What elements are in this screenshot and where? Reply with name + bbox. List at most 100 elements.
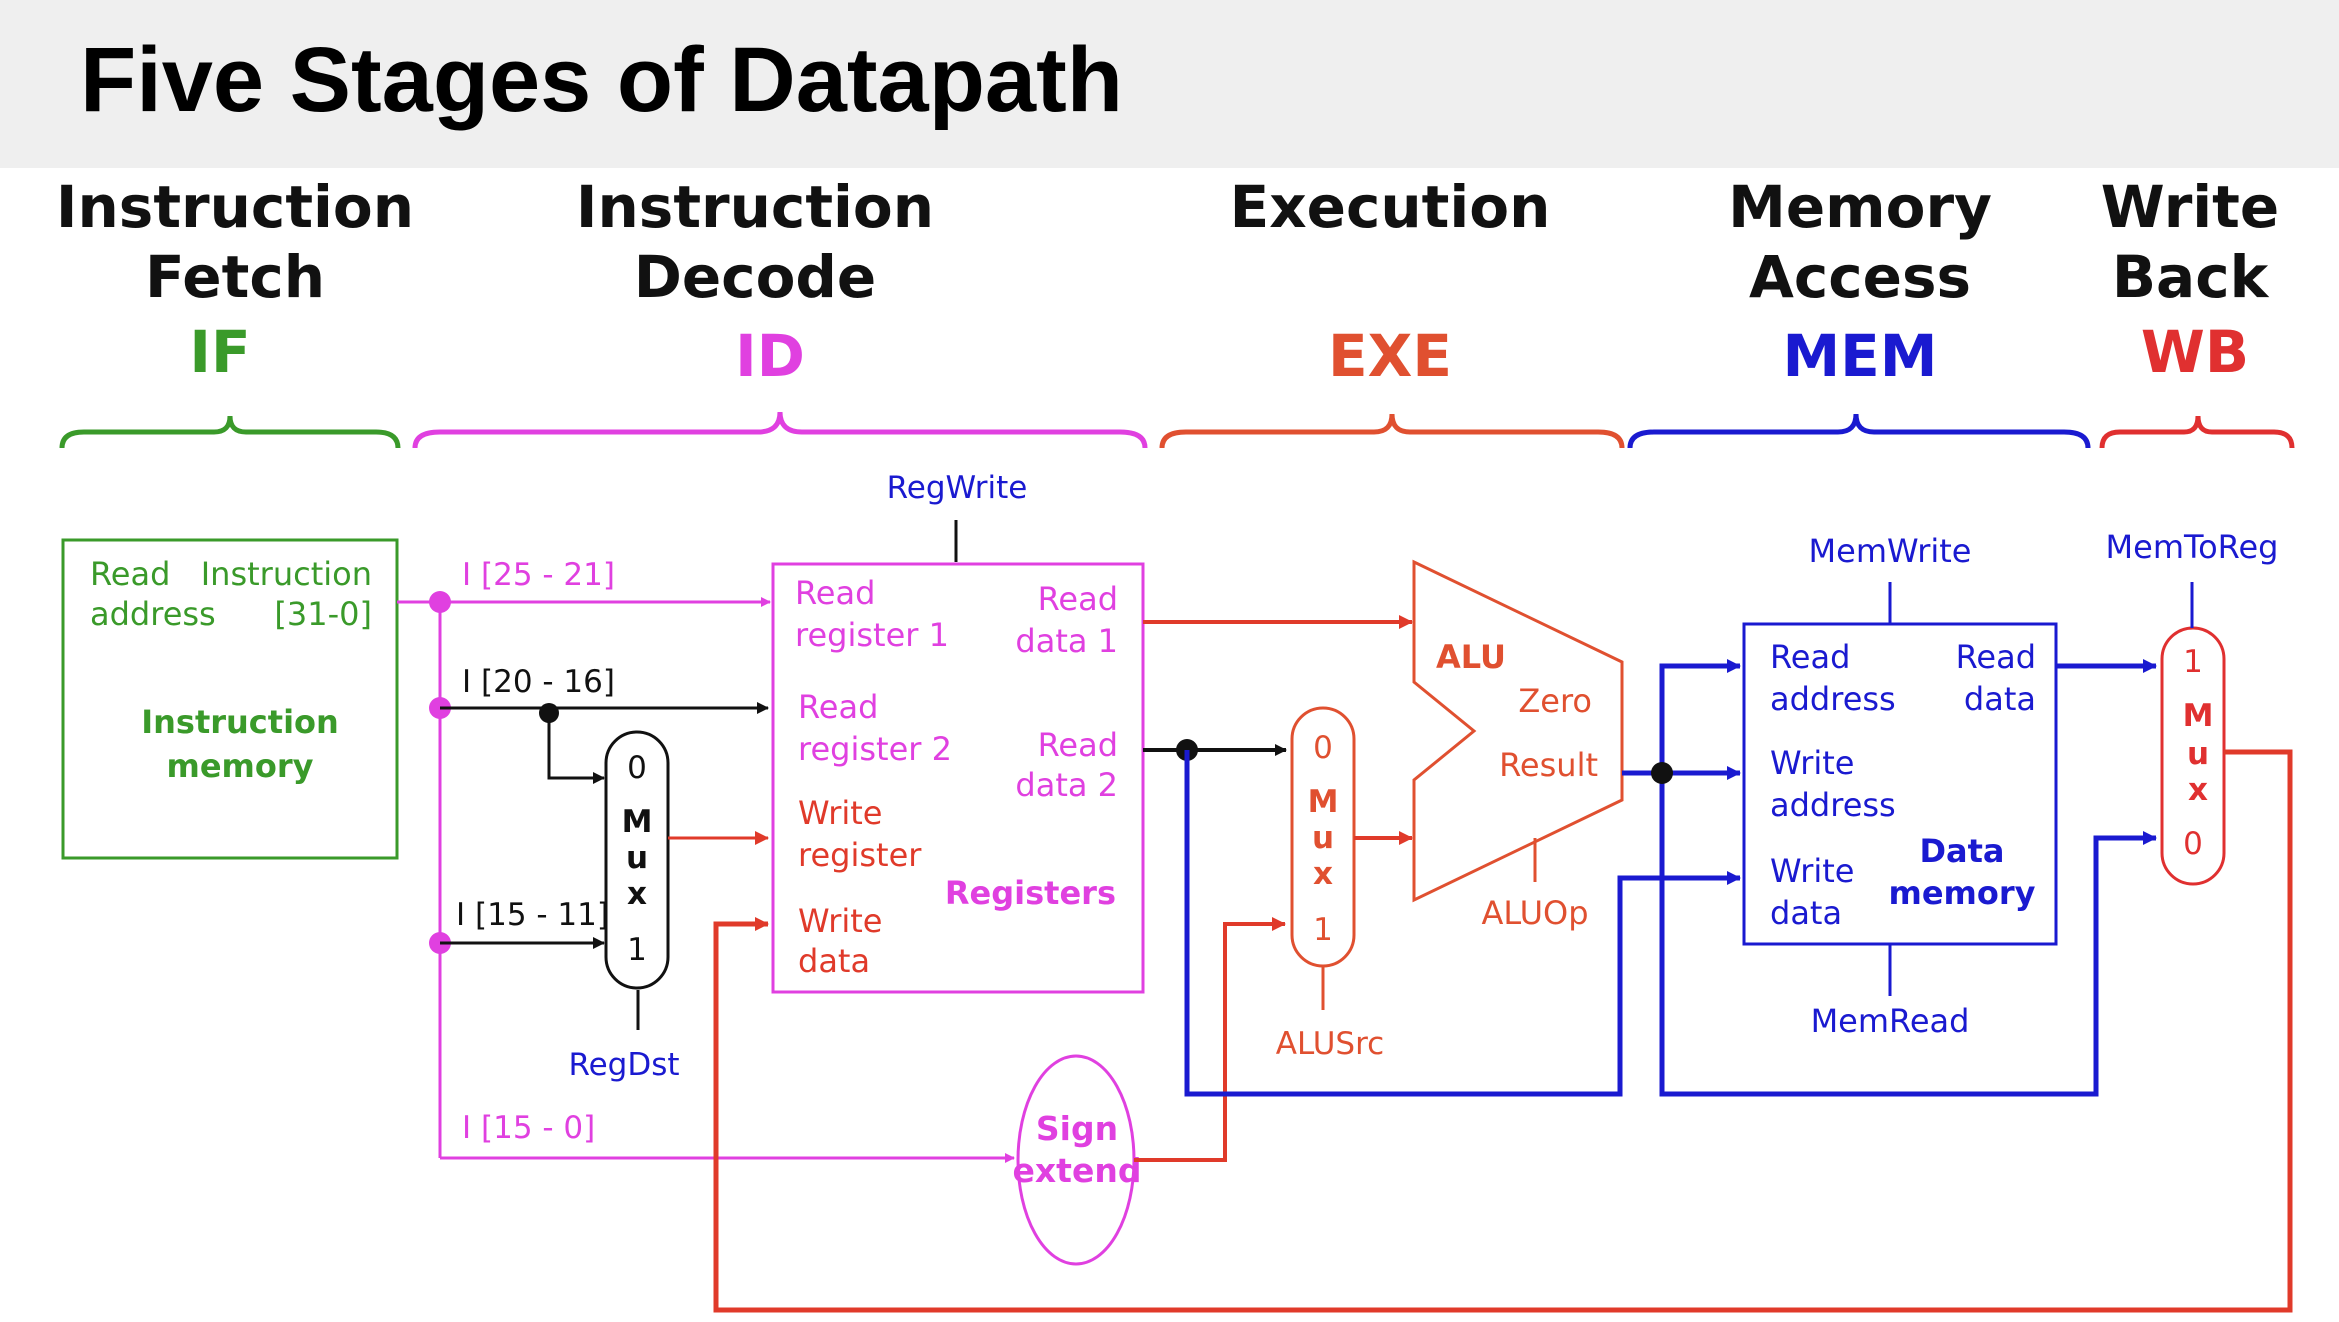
- wire-writeback: [713, 749, 2293, 1313]
- stage-wb-name-line1: Write: [2100, 173, 2280, 241]
- memtoreg-mux-m: M: [2183, 698, 2214, 734]
- stage-mem-name: Memory Access: [1680, 172, 2040, 312]
- alusrc-mux-m: M: [1308, 784, 1339, 820]
- alu-result-label: Result: [1499, 746, 1598, 784]
- junction-alu-result: [1651, 762, 1673, 784]
- regdst-mux: [604, 730, 670, 990]
- alu-control-label: ALUOp: [1481, 894, 1588, 932]
- reg-read-reg1-b: register 1: [795, 616, 949, 654]
- alusrc-mux-in1: 1: [1313, 912, 1333, 948]
- memwrite-control-label: MemWrite: [1809, 532, 1972, 570]
- im-instruction-label: Instruction: [201, 555, 372, 593]
- reg-read-reg1-a: Read: [795, 574, 875, 612]
- dm-write-data-a: Write: [1770, 852, 1854, 890]
- dm-name-line2: memory: [1888, 874, 2035, 912]
- im-name-line2: memory: [166, 747, 313, 785]
- memtoreg-mux-in0: 0: [2183, 826, 2203, 862]
- junction-rt-mux: [539, 703, 559, 723]
- reg-write-reg-a: Write: [798, 794, 882, 832]
- dm-write-address-b: address: [1770, 786, 1896, 824]
- regdst-mux-in1: 1: [627, 932, 647, 968]
- regdst-mux-x: x: [627, 876, 647, 912]
- sign-extend-line1: Sign: [1036, 1109, 1118, 1148]
- brace-if: [59, 415, 401, 449]
- reg-read-data2-a: Read: [1038, 726, 1118, 764]
- stage-wb-abbr: WB: [2140, 318, 2250, 386]
- field-rs-label: I [25 - 21]: [462, 557, 615, 593]
- im-address-label: address: [90, 595, 216, 633]
- stage-wb-name-line2: Back: [2111, 243, 2269, 311]
- regdst-mux-u: u: [626, 840, 648, 876]
- wire-sign-extend-to-mux: [1134, 917, 1286, 1162]
- title-bar: [0, 0, 2339, 168]
- regdst-control-label: RegDst: [568, 1047, 679, 1083]
- alu-zero-label: Zero: [1518, 682, 1592, 720]
- im-name-line1: Instruction: [141, 703, 339, 741]
- reg-read-reg2-b: register 2: [798, 730, 952, 768]
- stage-exe-name-line1: Execution: [1229, 173, 1551, 241]
- stage-mem-name-line1: Memory: [1728, 173, 1992, 241]
- dm-write-data-b: data: [1770, 894, 1842, 932]
- regwrite-control-label: RegWrite: [887, 470, 1028, 506]
- memtoreg-mux-x: x: [2188, 772, 2208, 808]
- memtoreg-mux-u: u: [2187, 736, 2209, 772]
- brace-mem: [1627, 413, 2091, 449]
- stage-if-name-line1: Instruction: [55, 173, 415, 241]
- wire-rt-to-mux: [547, 713, 605, 784]
- field-rd-label: I [15 - 11]: [456, 897, 609, 933]
- reg-write-data-a: Write: [798, 902, 882, 940]
- stage-wb-name: Write Back: [2070, 172, 2310, 312]
- dm-read-data-b: data: [1964, 680, 2036, 718]
- stage-exe-name: Execution: [1200, 172, 1580, 242]
- im-read-label: Read: [90, 555, 170, 593]
- dm-read-address-a: Read: [1770, 638, 1850, 676]
- dm-read-data-a: Read: [1956, 638, 2036, 676]
- stage-id-name-line2: Decode: [633, 243, 877, 311]
- regdst-mux-in0: 0: [627, 750, 647, 786]
- alu-name: ALU: [1436, 638, 1506, 676]
- reg-write-data-b: data: [798, 942, 870, 980]
- reg-read-data1-a: Read: [1038, 580, 1118, 618]
- dm-read-address-b: address: [1770, 680, 1896, 718]
- stage-id-abbr: ID: [735, 322, 805, 390]
- alusrc-mux-in0: 0: [1313, 730, 1333, 766]
- registers-box: [771, 562, 1145, 994]
- stage-id-name: Instruction Decode: [560, 172, 950, 312]
- registers-name: Registers: [945, 874, 1116, 912]
- reg-read-data2-b: data 2: [1015, 766, 1118, 804]
- stage-if-name: Instruction Fetch: [40, 172, 430, 312]
- memread-control-label: MemRead: [1811, 1002, 1970, 1040]
- stage-if-abbr: IF: [189, 318, 251, 386]
- alusrc-mux-u: u: [1312, 820, 1334, 856]
- stage-exe-abbr: EXE: [1328, 322, 1452, 390]
- junction-rs: [429, 591, 451, 613]
- reg-read-reg2-a: Read: [798, 688, 878, 726]
- regdst-mux-m: M: [622, 804, 653, 840]
- brace-id: [412, 411, 1148, 449]
- data-memory-box: [1742, 622, 2058, 946]
- field-imm-label: I [15 - 0]: [462, 1110, 595, 1146]
- alusrc-mux-x: x: [1313, 856, 1333, 892]
- dm-write-address-a: Write: [1770, 744, 1854, 782]
- alu-shape: [1412, 559, 1624, 903]
- alusrc-control-label: ALUSrc: [1276, 1026, 1384, 1062]
- reg-read-data1-b: data 1: [1015, 622, 1118, 660]
- memtoreg-control-label: MemToReg: [2106, 528, 2279, 566]
- brace-wb: [2099, 415, 2295, 449]
- wire-result-bypass: [1659, 773, 2157, 1097]
- reg-write-reg-b: register: [798, 836, 922, 874]
- stage-if-name-line2: Fetch: [144, 243, 325, 311]
- page-title: Five Stages of Datapath: [80, 29, 1123, 131]
- im-bits-label: [31-0]: [274, 595, 372, 633]
- memtoreg-mux-in1: 1: [2183, 644, 2203, 680]
- dm-name-line1: Data: [1919, 832, 2004, 870]
- instruction-memory-box: [61, 538, 399, 860]
- field-rt-label: I [20 - 16]: [462, 664, 615, 700]
- brace-exe: [1159, 413, 1625, 449]
- stage-mem-name-line2: Access: [1748, 243, 1972, 311]
- wire-result-to-read-address: [1622, 659, 1741, 776]
- sign-extend-line2: extend: [1013, 1151, 1142, 1190]
- stage-id-name-line1: Instruction: [575, 173, 935, 241]
- stage-mem-abbr: MEM: [1782, 322, 1938, 390]
